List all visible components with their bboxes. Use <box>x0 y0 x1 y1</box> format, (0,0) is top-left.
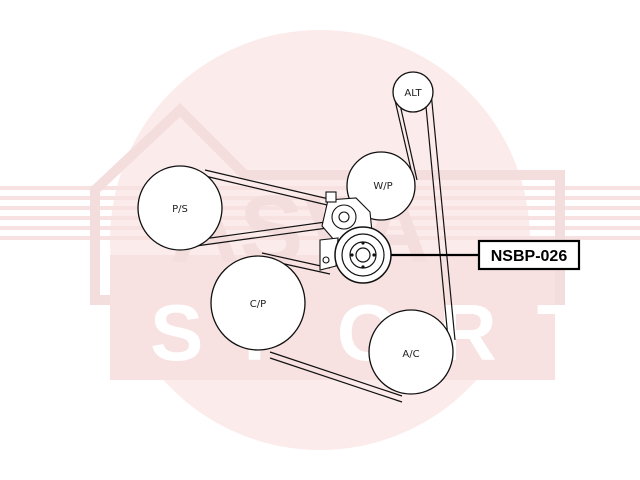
pulley-ac-label: A/C <box>402 349 419 360</box>
pulley-wp: W/P <box>346 151 416 221</box>
pulley-ps-label: P/S <box>172 204 188 215</box>
tensioner-assembly <box>319 191 373 271</box>
pulley-cp: C/P <box>210 255 306 351</box>
pulley-alt-label: ALT <box>404 88 422 99</box>
part-number-box: NSBP-026 <box>477 239 581 271</box>
part-number: NSBP-026 <box>491 248 568 265</box>
pulley-wp-label: W/P <box>373 181 392 192</box>
pulley-cp-label: C/P <box>250 299 266 310</box>
pulley-ac: A/C <box>368 309 454 395</box>
tensioner-pulley <box>334 226 392 284</box>
pulley-alt: ALT <box>392 71 434 113</box>
pulley-ps: P/S <box>137 165 223 251</box>
